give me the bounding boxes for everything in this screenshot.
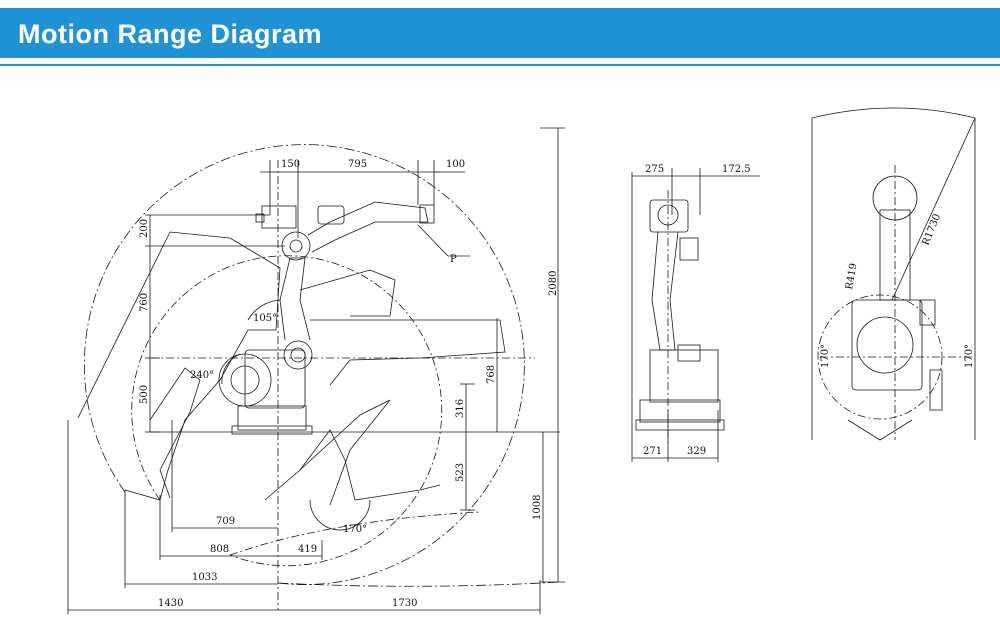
lower-front-polygon <box>299 399 391 506</box>
motor-pack <box>261 205 297 229</box>
dim-1008: 1008 <box>532 495 543 520</box>
inner-reach-envelope <box>131 255 443 567</box>
dim-500: 500 <box>139 385 150 404</box>
dim-150: 150 <box>281 159 300 170</box>
top-view-envelope <box>811 107 976 440</box>
point-label: P <box>450 254 457 265</box>
angle-170-left: 170° <box>820 344 831 368</box>
dim-329: 329 <box>687 446 706 457</box>
dim-795: 795 <box>348 159 367 170</box>
dim-100: 100 <box>446 159 465 170</box>
lower-arm <box>279 257 311 341</box>
top-view <box>811 107 976 441</box>
robot-turret <box>244 349 306 409</box>
front-turret <box>649 349 719 403</box>
dim-2080: 2080 <box>548 271 559 296</box>
upper-arm <box>307 201 429 253</box>
angle-105: 105° <box>253 313 277 324</box>
shoulder-joint <box>218 353 272 407</box>
dim-1430: 1430 <box>158 598 183 609</box>
angle-170-side: 170° <box>343 524 367 535</box>
inner-lower-arc <box>229 511 481 556</box>
side-view <box>67 127 565 614</box>
front-arm <box>651 231 679 351</box>
dim-760: 760 <box>139 293 150 312</box>
wrist-motor <box>317 205 345 225</box>
angle-170-right: 170° <box>964 344 975 368</box>
dim-709: 709 <box>216 516 235 527</box>
title-banner: Motion Range Diagram <box>0 8 1000 58</box>
robot-base <box>237 405 307 431</box>
dim-1730: 1730 <box>392 598 417 609</box>
title-underline <box>0 64 1000 66</box>
front-view <box>631 168 760 462</box>
lower-reach-arc <box>277 581 561 587</box>
dim-768: 768 <box>486 365 497 384</box>
lower-reach-polygon <box>264 429 441 501</box>
dim-1033: 1033 <box>192 572 217 583</box>
robot-base-plate <box>231 425 313 435</box>
front-base <box>639 399 721 423</box>
dim-271: 271 <box>643 446 662 457</box>
page-title: Motion Range Diagram <box>18 19 323 49</box>
dim-808: 808 <box>210 544 229 555</box>
top-turret <box>851 299 923 391</box>
radius-r419: R419 <box>844 262 859 290</box>
dim-172-5: 172.5 <box>722 164 751 175</box>
j2-joint <box>283 340 313 370</box>
top-arm <box>879 209 911 301</box>
front-reach-polygon <box>310 319 506 386</box>
dim-200: 200 <box>139 219 150 238</box>
dim-275: 275 <box>645 164 664 175</box>
wrist-flange <box>419 204 435 224</box>
upper-reach-polygon <box>299 269 396 317</box>
dim-316: 316 <box>455 399 466 418</box>
angle-240: 240° <box>190 370 214 381</box>
rear-inner-polygon <box>149 367 201 499</box>
dim-523: 523 <box>455 463 466 482</box>
rear-reach-polygon <box>77 231 281 501</box>
front-wrist <box>649 199 689 233</box>
dim-419: 419 <box>298 544 317 555</box>
outer-reach-envelope <box>83 144 525 585</box>
